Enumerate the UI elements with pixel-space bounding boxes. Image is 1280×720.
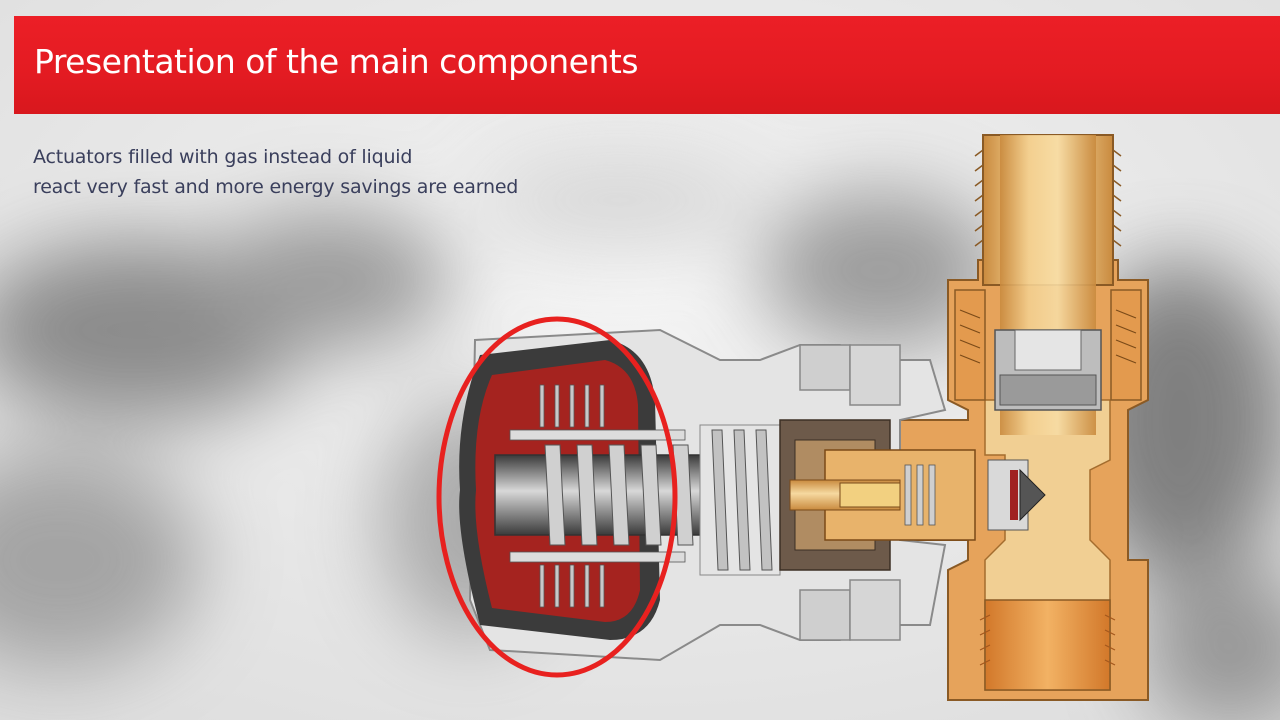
secondary-spring [699, 424, 781, 576]
main-spring [544, 444, 694, 546]
description-line-2: react very fast and more energy savings … [33, 176, 519, 198]
valve-insert [789, 449, 1046, 541]
bottom-connection [979, 599, 1116, 691]
slide-title: Presentation of the main components [34, 42, 639, 81]
title-bar: Presentation of the main components [14, 16, 1280, 114]
union-nut [954, 289, 1142, 411]
description-line-1: Actuators filled with gas instead of liq… [33, 146, 413, 168]
highlight-ring [436, 316, 678, 678]
slide-description: Actuators filled with gas instead of liq… [33, 142, 518, 202]
